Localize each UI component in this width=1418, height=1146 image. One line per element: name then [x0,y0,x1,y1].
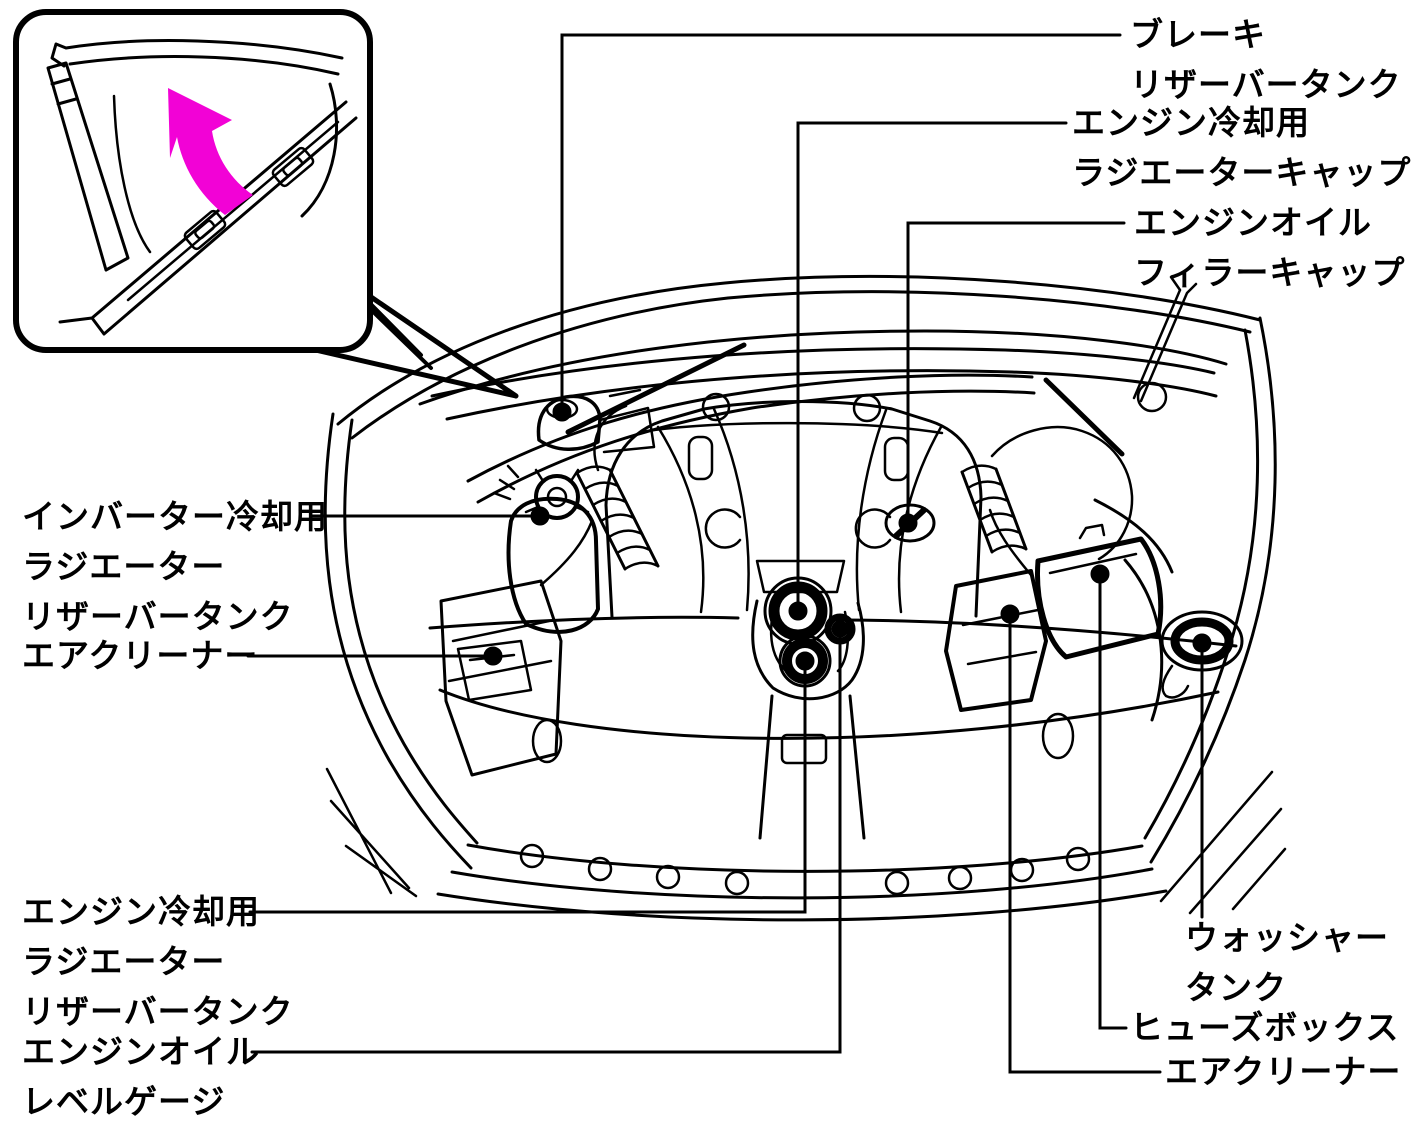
leader-coolant-reservoir [248,651,815,914]
label-engine-oil-level-gauge: エンジンオイル レベルゲージ [22,1032,260,1121]
label-engine-radiator-cap: エンジン冷却用 ラジエーターキャップ [1072,103,1412,192]
fuse-box-drawing [1035,523,1164,660]
hatch-marks-right [1159,770,1287,915]
hatch-marks-left [325,767,418,898]
label-washer-tank: ウォッシャー タンク [1185,918,1389,1007]
label-engine-oil-filler-cap: エンジンオイル フィラーキャップ [1134,203,1406,292]
label-brake-reservoir-tank: ブレーキ リザーバータンク [1130,15,1402,104]
label-engine-coolant-reservoir: エンジン冷却用 ラジエーター リザーバータンク [22,892,294,1031]
leader-inverter-reservoir [310,506,550,526]
left-fender [323,412,479,898]
wiper-arm-right [1043,377,1125,457]
leader-fuse-box [1090,564,1128,1030]
label-air-cleaner-right: エアクリーナー [1165,1052,1402,1091]
label-air-cleaner-left: エアクリーナー [22,636,259,675]
air-cleaner-left-drawing [439,404,628,777]
brake-reservoir-tank-drawing [536,388,656,454]
leader-air-cleaner-right [1000,604,1162,1074]
leader-air-cleaner-left [246,646,503,666]
inset-pointer-wedge [308,294,519,399]
open-direction-arrow-icon [168,88,253,215]
inverter-reservoir-drawing [492,464,600,634]
inset-frame [13,9,373,353]
right-fender [1093,316,1287,915]
hood-prop-rod [1132,275,1198,403]
wiper-arm-left [565,342,747,435]
intake-hose-left [575,465,660,571]
front-cover-panel [428,615,1238,922]
leader-lines [246,33,1212,1074]
air-cleaner-right-drawing [944,425,1134,712]
leader-washer-tank [1192,633,1212,919]
leader-brake-reservoir [552,33,1122,422]
hood-outline [336,275,1262,440]
label-inverter-reservoir-tank: インバーター冷却用 ラジエーター リザーバータンク [22,497,328,636]
label-fuse-box: ヒューズボックス [1130,1008,1400,1047]
inset-callout [13,9,519,399]
leader-oil-level-gauge [250,620,849,1054]
leader-oil-filler-cap [898,221,1126,533]
intake-hose-right [960,464,1028,554]
leader-radiator-cap [788,121,1068,621]
cowl-panel [347,280,1218,504]
